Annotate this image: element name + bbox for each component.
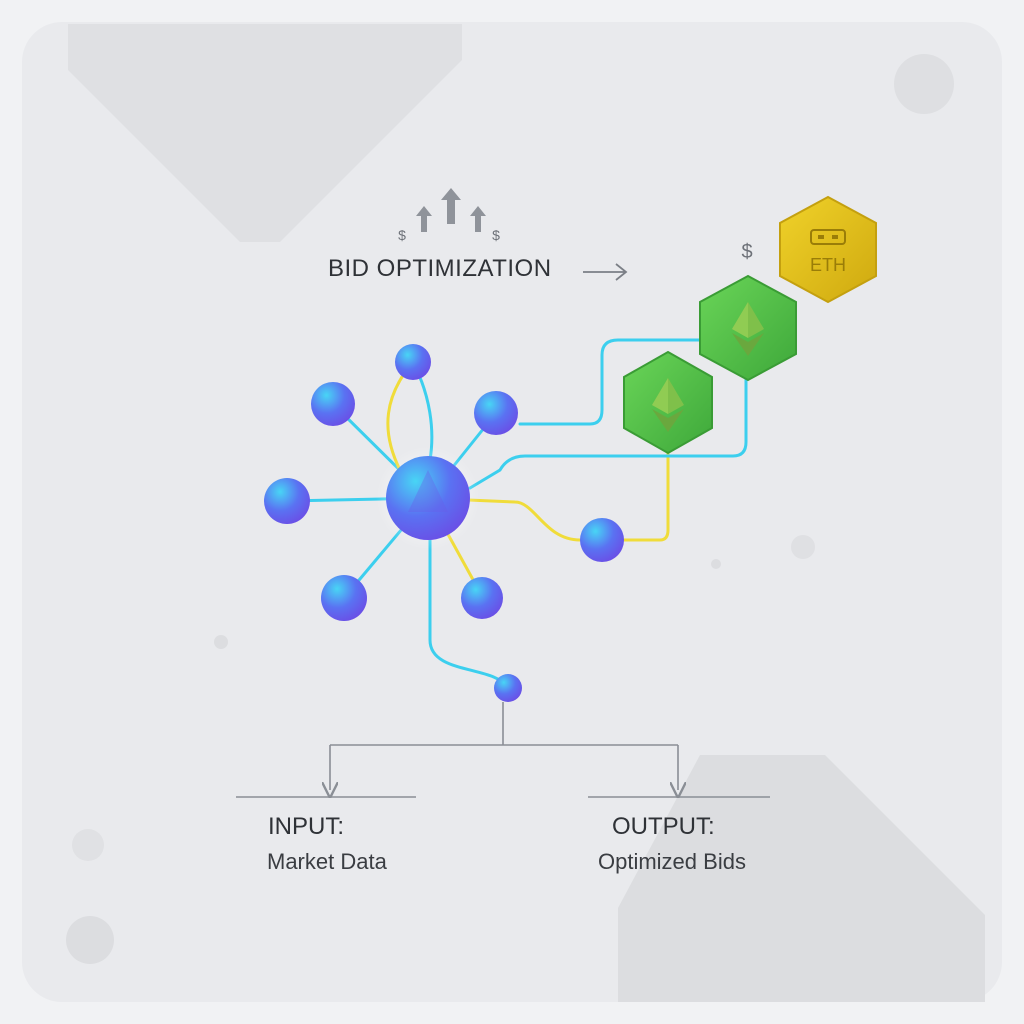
decor-hexagon [618,755,985,1002]
link [600,446,670,542]
input-label: INPUT: [268,813,345,840]
dollar-sign-left: $ [398,227,406,243]
network-nodes [264,344,624,702]
decor-dot [72,829,104,861]
central-node [386,456,470,540]
token-ethereum-1 [623,350,713,455]
node [395,344,431,380]
decor-dot [791,535,815,559]
output-text: Optimized Bids [598,849,746,874]
decor-dot [711,559,721,569]
decor-dot [66,916,114,964]
node [321,575,367,621]
ethereum-icon [732,302,764,356]
node-facet [408,470,448,512]
token-eth-coin: ETH [779,195,877,304]
node [494,674,522,702]
dollar-sign-token: $ [741,241,752,263]
input-text: Market Data [267,849,387,874]
link [468,373,748,490]
ethereum-icon [652,378,684,432]
diagram-title: BID OPTIMIZATION [328,255,552,282]
node [580,518,624,562]
decor-trapezoid [68,24,462,242]
coin-icon [810,229,846,245]
dollar-sign-right: $ [492,227,500,243]
token-ethereum-2 [699,274,797,382]
arrow-right-icon [583,263,628,281]
split-connector [236,702,770,797]
output-label: OUTPUT: [612,813,715,840]
decor-dot [214,635,228,649]
node [311,382,355,426]
arrows-up-icon [416,188,486,232]
background-decor [66,24,985,1002]
decor-circle [894,54,954,114]
node [474,391,518,435]
token-eth-label: ETH [810,255,846,275]
link [466,498,604,542]
node [461,577,503,619]
node [264,478,310,524]
link [518,338,702,426]
